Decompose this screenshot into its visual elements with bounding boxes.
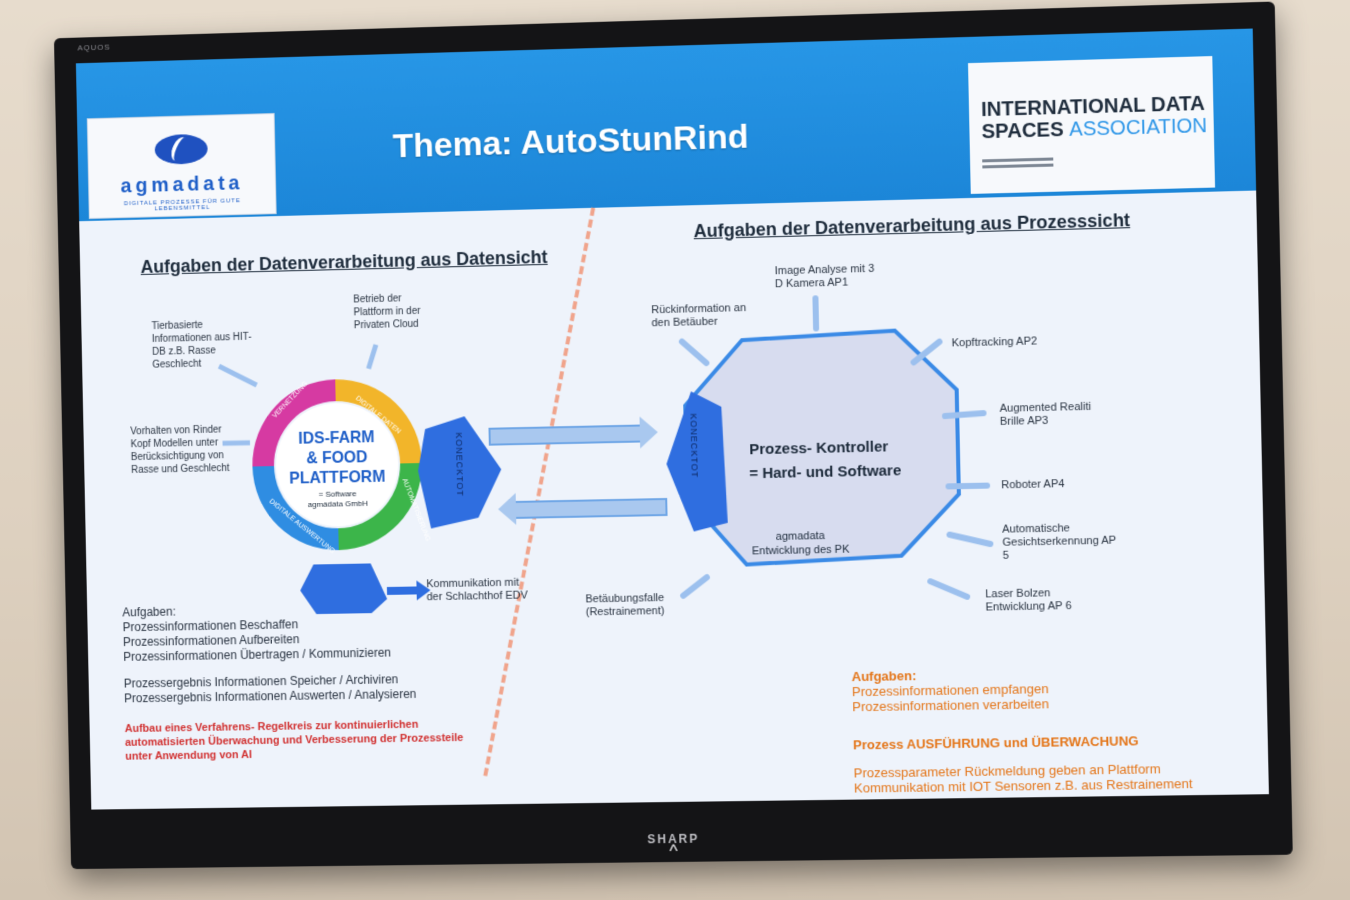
note-gesichtserkennung: Automatische Gesichtserkennung AP 5	[1002, 521, 1125, 563]
television: AQUOS agmadata DIGITALE PROZESSE FÜR GUT…	[54, 2, 1293, 870]
note-image-analyse: Image Analyse mit 3 D Kamera AP1	[775, 263, 886, 292]
presentation-slide: agmadata DIGITALE PROZESSE FÜR GUTE LEBE…	[76, 29, 1269, 810]
arrow-ar-brille	[945, 413, 984, 416]
controller-line1: Prozess- Kontroller	[749, 439, 889, 458]
controller-sub2: Entwicklung des PK	[752, 544, 851, 558]
right-process-notes: Prozessparameter Rückmeldung geben an Pl…	[853, 760, 1219, 795]
note-betaeubungsfalle: Betäubungsfalle (Restrainement)	[585, 592, 681, 620]
note-roboter: Roboter AP4	[1001, 477, 1113, 492]
arrow-laser	[930, 581, 967, 598]
arrow-roboter	[949, 486, 987, 487]
note-laser: Laser Bolzen Entwicklung AP 6	[985, 586, 1097, 614]
controller-line2: = Hard- und Software	[749, 463, 901, 482]
arrow-betaeubungsfalle	[683, 577, 707, 595]
arrow-gesichtserkennung	[950, 534, 991, 545]
connector-right-label: KONECKTOT	[688, 413, 699, 478]
arrow-rueckinformation	[682, 341, 706, 364]
arrow-image-analyse	[815, 298, 816, 328]
note-kopftracking: Kopftracking AP2	[952, 335, 1074, 351]
right-tasks: Aufgaben: Prozessinformationen empfangen…	[851, 664, 1197, 715]
tv-brand-label: SHARP	[71, 824, 1293, 853]
chevron-up-icon: ^	[669, 841, 678, 862]
tv-model-label: AQUOS	[77, 43, 110, 53]
note-ar-brille: Augmented Realiti Brille AP3	[999, 400, 1111, 429]
note-rueckinformation: Rückinformation an den Betäuber	[651, 302, 762, 331]
controller-sub1: agmadata	[776, 530, 826, 543]
